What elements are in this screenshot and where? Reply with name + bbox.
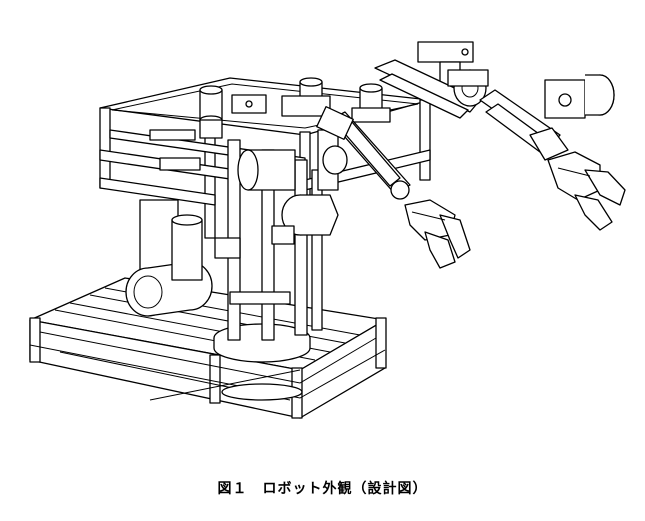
right-arm: [374, 41, 626, 231]
robot-line-drawing: [29, 41, 626, 419]
right-gripper: [547, 151, 626, 231]
left-gripper: [404, 199, 471, 269]
shoulder-motors: [199, 77, 391, 139]
left-arm: [316, 106, 471, 269]
base-frame: [29, 277, 387, 419]
inner-mechanism: [125, 129, 339, 341]
figure-caption: 図１ ロボット外観（設計図）: [217, 481, 428, 497]
